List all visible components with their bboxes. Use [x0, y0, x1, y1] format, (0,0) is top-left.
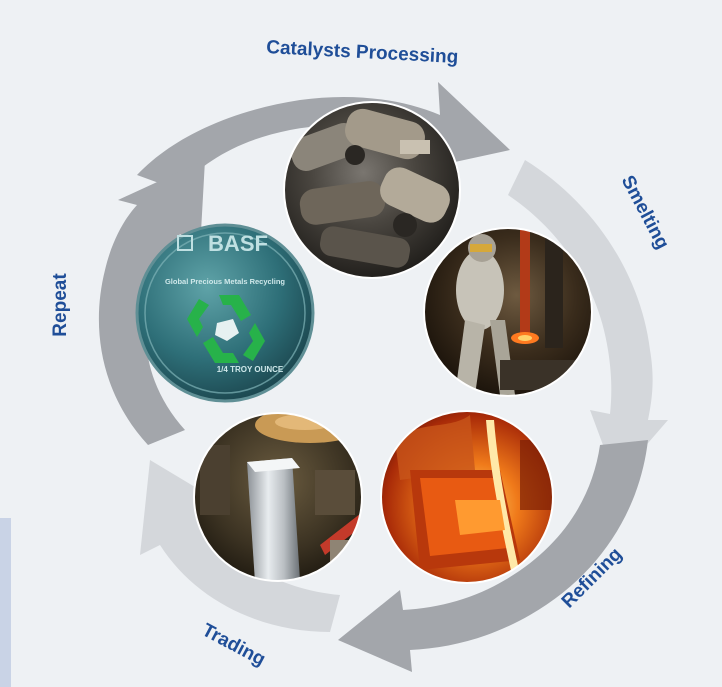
- coin-top-text: Global Precious Metals Recycling: [165, 277, 285, 286]
- photo-smelter-worker: [423, 227, 593, 397]
- label-catalysts-processing: Catalysts Processing: [266, 37, 459, 68]
- basf-logo-icon: [177, 235, 193, 251]
- label-repeat: Repeat: [50, 273, 71, 337]
- photo-basf-recycling-coin: BASF Global Precious Metals Recycling 1/…: [135, 223, 315, 403]
- arrow-smelting-to-refining: [508, 160, 668, 480]
- photo-molten-metal-pour: [380, 410, 554, 584]
- side-accent-strip: [0, 518, 11, 687]
- arrow-repeat-to-catalysts: [98, 160, 205, 445]
- coin-brand: BASF: [208, 231, 268, 256]
- arrow-catalysts-to-smelting: [137, 82, 510, 190]
- recycle-icon: [187, 295, 265, 363]
- label-smelting: Smelting: [617, 172, 673, 253]
- label-trading: Trading: [198, 620, 268, 671]
- photo-precious-metal-ingot: [193, 412, 363, 582]
- coin-bottom-text: 1/4 TROY OUNCE: [217, 365, 284, 374]
- arrow-refining-to-trading: [338, 440, 648, 672]
- photo-scrap-catalytic-converters: [283, 101, 461, 279]
- arrow-trading-to-repeat: [140, 460, 340, 632]
